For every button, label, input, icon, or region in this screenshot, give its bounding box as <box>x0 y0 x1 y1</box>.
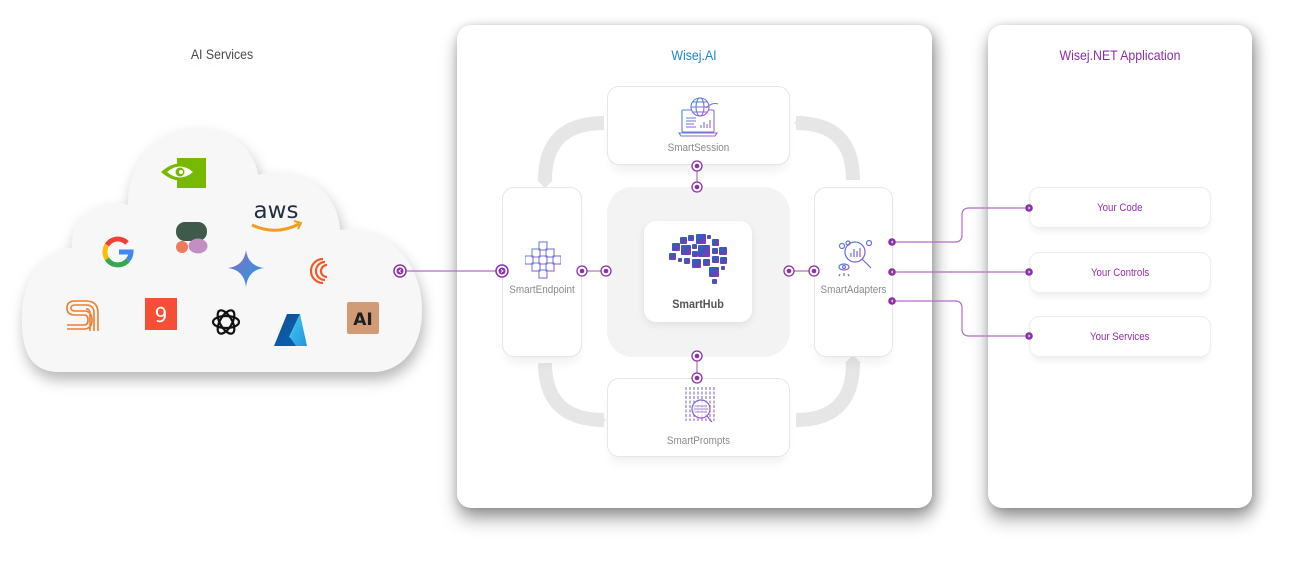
smarthub-label: SmartHub <box>672 297 724 311</box>
app-item-label: Your Controls <box>1090 266 1150 279</box>
nvidia-logo <box>161 158 206 188</box>
ai-services-title: AI Services <box>190 46 254 62</box>
arrowhead-prompts <box>598 412 606 428</box>
svg-text:9: 9 <box>155 303 168 327</box>
gemini-sparkle-logo <box>228 250 264 287</box>
app-item-your-controls[interactable]: Your Controls <box>1029 252 1211 293</box>
cerebras-logo <box>309 257 328 285</box>
smartendpoint-card[interactable]: SmartEndpoint <box>502 187 582 357</box>
smarthub-card[interactable]: SmartHub <box>644 221 752 322</box>
smartsession-card[interactable]: SmartSession <box>607 86 790 165</box>
smartendpoint-label: SmartEndpoint <box>509 284 575 296</box>
arrowhead-adapters <box>845 355 861 363</box>
aws-logo: aws <box>251 198 303 232</box>
s-stripe-logo <box>66 300 99 331</box>
smartsession-label: SmartSession <box>667 142 730 154</box>
smartprompts-card[interactable]: SmartPrompts <box>607 378 790 457</box>
ai-services-cloud: aws 9 <box>22 128 422 372</box>
prompt-search-icon <box>685 387 715 423</box>
arc-prompts-to-adapters <box>795 362 860 427</box>
google-logo <box>102 236 134 268</box>
cubes-network-icon <box>525 241 561 279</box>
app-item-label: Your Services <box>1090 330 1150 343</box>
openai-logo <box>211 309 241 335</box>
analytics-magnifier-icon <box>838 239 873 277</box>
app-item-your-code[interactable]: Your Code <box>1029 187 1211 228</box>
globe-laptop-icon <box>678 97 719 137</box>
arrowhead-endpoint <box>537 180 553 188</box>
wisej-net-title: Wisej.NET Application <box>1059 47 1181 63</box>
anthropic-logo: AI <box>347 302 379 334</box>
brain-icon <box>669 234 727 284</box>
cloud-shape <box>22 128 422 372</box>
app-item-your-services[interactable]: Your Services <box>1029 316 1211 357</box>
smartprompts-label: SmartPrompts <box>666 435 731 447</box>
smartadapters-card[interactable]: SmartAdapters <box>814 187 893 357</box>
smartadapters-label: SmartAdapters <box>820 284 887 296</box>
wisej-ai-title: Wisej.AI <box>671 47 717 63</box>
groq-logo: 9 <box>145 298 177 330</box>
azure-logo <box>274 314 307 346</box>
pill-logo <box>176 222 208 254</box>
app-item-label: Your Code <box>1097 201 1143 214</box>
svg-text:AI: AI <box>353 310 372 330</box>
arc-adapters-to-session <box>795 116 860 181</box>
arrowhead-session <box>794 115 802 131</box>
svg-text:aws: aws <box>254 198 299 224</box>
arc-endpoint-to-prompts <box>538 362 605 427</box>
arc-session-to-endpoint <box>538 116 605 181</box>
